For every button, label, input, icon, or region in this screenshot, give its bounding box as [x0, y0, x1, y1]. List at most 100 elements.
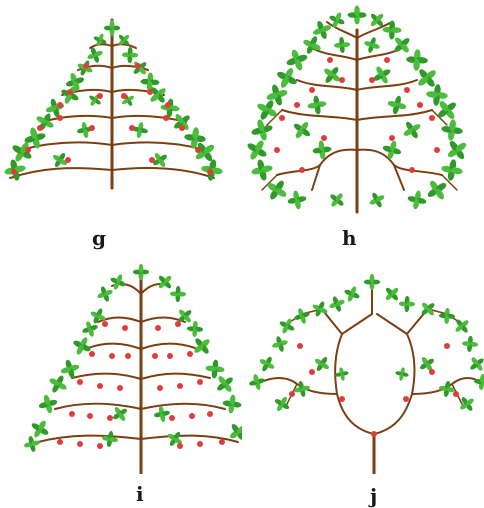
- fruit: [122, 325, 128, 331]
- leaf: [110, 20, 115, 29]
- fruit: [219, 439, 225, 445]
- fruit: [294, 102, 300, 108]
- fruit: [169, 415, 175, 421]
- panel-label-h: h: [342, 228, 357, 248]
- leaf: [354, 6, 360, 17]
- branch: [374, 334, 415, 434]
- fruit: [453, 391, 459, 397]
- fruit: [102, 321, 108, 327]
- leaf: [370, 274, 375, 283]
- tree-diagram-g: [0, 0, 242, 220]
- fruit: [107, 415, 113, 421]
- fruit: [175, 321, 181, 327]
- branches-g: [10, 20, 214, 188]
- branch: [112, 116, 186, 122]
- fruit: [97, 383, 103, 389]
- tree-panel-g: g: [0, 0, 242, 254]
- fruit: [429, 115, 435, 121]
- fruit: [297, 343, 303, 349]
- tree-diagram-j: [242, 254, 484, 474]
- tree-panel-j: j: [242, 254, 484, 508]
- branch: [327, 22, 357, 38]
- branch: [342, 314, 372, 334]
- fruit: [384, 57, 390, 63]
- fruit: [89, 125, 95, 131]
- fruit: [69, 411, 75, 417]
- tree-diagram-i: [0, 254, 242, 474]
- branch: [141, 374, 210, 379]
- fruit: [57, 439, 63, 445]
- fruit: [129, 125, 135, 131]
- branch: [55, 404, 141, 409]
- fruit: [417, 102, 423, 108]
- fruit: [187, 351, 193, 357]
- fruit: [77, 379, 83, 385]
- branch: [377, 314, 407, 334]
- fruit: [121, 93, 127, 99]
- fruit: [207, 169, 213, 175]
- fruit: [339, 77, 345, 83]
- fruit: [197, 379, 203, 385]
- fruit: [177, 443, 183, 449]
- fruit: [57, 102, 63, 108]
- leaf: [139, 264, 144, 273]
- fruit: [83, 63, 89, 69]
- fruit: [274, 147, 280, 153]
- fruit: [157, 385, 163, 391]
- fruit: [135, 63, 141, 69]
- fruit: [89, 351, 95, 357]
- fruit: [97, 93, 103, 99]
- fruit: [147, 89, 153, 95]
- panel-label-j: j: [370, 486, 377, 506]
- fruit: [321, 135, 327, 141]
- branch: [141, 344, 195, 349]
- fruit: [289, 391, 295, 397]
- fruit: [97, 443, 103, 449]
- branch: [335, 334, 374, 434]
- fruit: [309, 87, 315, 93]
- tree-diagram-h: [242, 0, 484, 220]
- branch: [42, 116, 112, 122]
- foliage-i: [24, 264, 242, 453]
- fruit: [339, 396, 345, 402]
- branch: [88, 344, 141, 349]
- branch: [141, 404, 225, 409]
- panel-label-i: i: [136, 484, 144, 504]
- fruit: [369, 77, 375, 83]
- branch: [112, 44, 136, 48]
- fruit: [163, 115, 169, 121]
- fruit: [152, 353, 158, 359]
- branch: [38, 436, 141, 442]
- branch: [72, 374, 141, 379]
- fruit: [327, 57, 333, 63]
- fruit: [371, 431, 377, 437]
- fruit: [87, 413, 93, 419]
- fruit: [25, 147, 31, 153]
- fruit: [404, 87, 410, 93]
- fruit: [444, 343, 450, 349]
- fruit: [207, 411, 213, 417]
- fruit: [117, 385, 123, 391]
- fruit: [403, 396, 409, 402]
- fruit: [149, 157, 155, 163]
- fruit: [299, 167, 305, 173]
- fruit: [109, 353, 115, 359]
- tree-panel-i: i: [0, 254, 242, 508]
- branch: [90, 44, 112, 48]
- branch: [10, 168, 112, 178]
- foliage-j: [249, 274, 484, 412]
- fruit: [11, 169, 17, 175]
- fruit: [197, 441, 203, 447]
- fruit: [179, 125, 185, 131]
- fruits-j: [289, 343, 459, 437]
- fruit: [309, 369, 315, 375]
- tree-panel-h: h: [242, 0, 484, 254]
- fruit: [77, 441, 83, 447]
- fruit: [429, 369, 435, 375]
- fruit: [177, 383, 183, 389]
- fruit: [279, 115, 285, 121]
- fruit: [434, 147, 440, 153]
- branch: [112, 168, 214, 178]
- fruit: [155, 325, 161, 331]
- fruit: [57, 115, 63, 121]
